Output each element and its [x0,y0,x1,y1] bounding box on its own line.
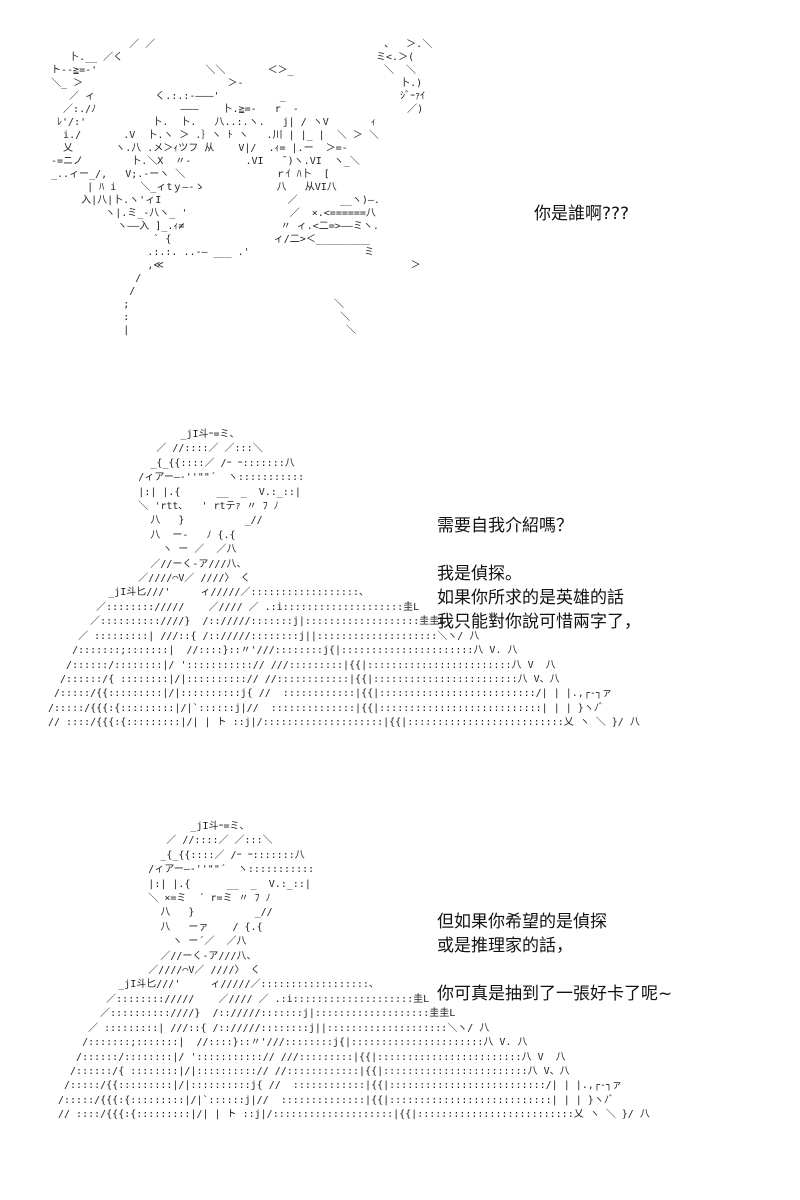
dialogue-line [437,958,672,982]
dialogue-line: 我只能對你說可惜兩字了， [437,612,641,632]
dialogue-text: 但如果你希望的是偵探 或是推理家的話， 你可真是抽到了一張好卡了呢~ [437,910,672,1006]
ascii-art-spiky-haired-figure: ／ ／ 、 ＞.＼ 卜.__ ／く ミ<.＞( ト--≧=-' ＼＼ ＜＞_ ＼… [51,39,433,336]
dialogue-text: 需要自我介紹嗎？ 我是偵探。 如果你所求的是英雄的話 我只能對你說可惜兩字了， [437,514,641,634]
dialogue-line: 你是誰啊??? [534,204,630,224]
dialogue-line: 或是推理家的話， [437,936,573,956]
dialogue-line: 你可真是抽到了一張好卡了呢~ [437,984,673,1004]
dialogue-text: 你是誰啊??? [534,202,629,226]
panel-2: _jI斗ｰ=ミ、 ／ //::::／ ／:::＼ _{_{{::::／ /ｰ ｰ… [0,418,800,810]
dialogue-line [437,538,641,562]
panel-1: ／ ／ 、 ＞.＼ 卜.__ ／く ミ<.＞( ト--≧=-' ＼＼ ＜＞_ ＼… [0,0,800,415]
panel-3: _jI斗ｰ=ミ、 ／ //::::／ ／:::＼ _{_{{::::／ /ｰ ｰ… [0,812,800,1200]
dialogue-line: 但如果你希望的是偵探 [437,912,607,932]
ascii-art-detective-smiling-figure: _jI斗ｰ=ミ、 ／ //::::／ ／:::＼ _{_{{::::／ /ｰ ｰ… [58,821,650,1121]
dialogue-line: 如果你所求的是英雄的話 [437,588,624,608]
dialogue-line: 需要自我介紹嗎？ [437,516,573,536]
ascii-art-detective-figure: _jI斗ｰ=ミ、 ／ //::::／ ／:::＼ _{_{{::::／ /ｰ ｰ… [48,429,640,729]
dialogue-line: 我是偵探。 [437,564,522,584]
